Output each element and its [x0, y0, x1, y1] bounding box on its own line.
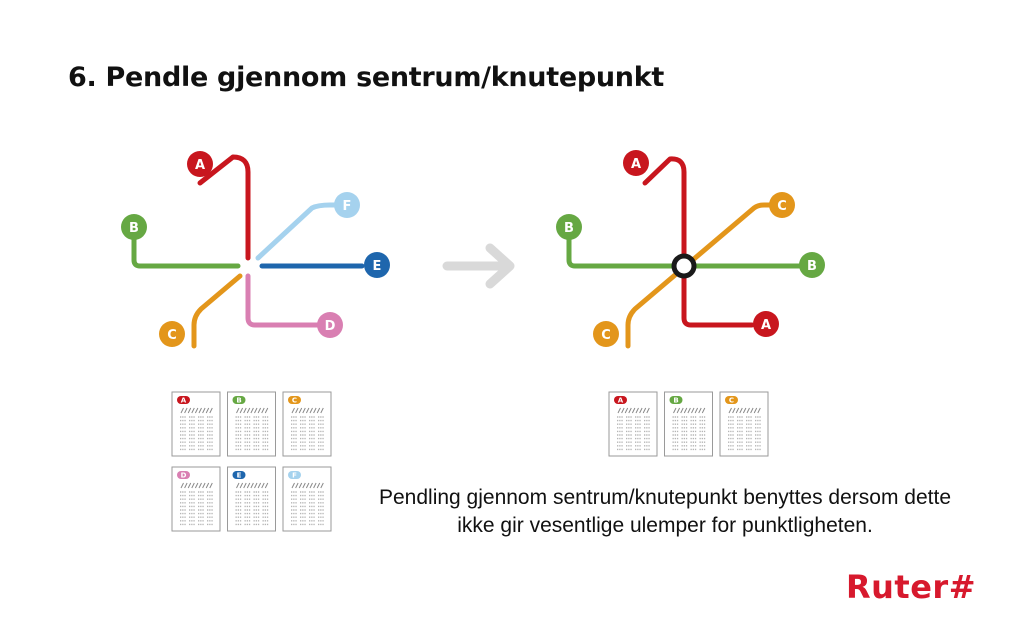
timetable-sheet: E [227, 466, 276, 532]
sheet-line-badge [725, 396, 738, 404]
page-title: 6. Pendle gjennom sentrum/knutepunkt [68, 62, 664, 93]
sheet-time-rows [291, 416, 324, 451]
sheet-line-badge [669, 396, 683, 404]
sheet-header-marks [236, 482, 269, 489]
sheet-line-badge [288, 396, 301, 404]
sheet-time-rows [235, 416, 269, 451]
sheet-line-letter: A [181, 397, 187, 405]
left-badge-f: F [334, 192, 360, 218]
left-badge-c: C [159, 321, 185, 347]
sheet-header-marks [673, 407, 706, 414]
left-line-d [245, 273, 321, 328]
sheet-time-rows [180, 491, 213, 526]
badge-label: B [807, 259, 817, 274]
interchange-node [671, 253, 697, 279]
sheet-header-marks [291, 407, 324, 414]
badge-label: C [167, 328, 177, 343]
left-line-f [255, 202, 339, 261]
badge-b-circle [121, 214, 147, 240]
left-badge-d: D [317, 312, 343, 338]
badge-c-circle [159, 321, 185, 347]
badge-label: C [777, 199, 787, 214]
badge-b-circle [556, 214, 582, 240]
left-badge-b: B [121, 214, 147, 240]
arrow-right-icon [442, 243, 515, 289]
right-badge-b-left: B [556, 214, 582, 240]
sheet-line-letter: D [181, 472, 187, 480]
timetable-sheet: F [282, 466, 332, 532]
sheet-header-marks [180, 482, 213, 489]
left-line-c [191, 273, 243, 349]
sheet-time-rows [672, 416, 706, 451]
right-badge-c-bottom: C [593, 321, 619, 347]
sheet-line-badge [232, 471, 246, 479]
sheet-header-marks [180, 407, 213, 414]
timetable-sheet: B [227, 391, 276, 457]
sheet-time-rows [617, 416, 650, 451]
sheet-header-marks [728, 407, 761, 414]
badge-b-circle [799, 252, 825, 278]
right-line-a [642, 156, 755, 328]
left-badge-a: A [187, 151, 213, 177]
ruter-logo: Ruter# [846, 568, 977, 606]
badge-label: E [373, 259, 382, 274]
badge-label: B [564, 221, 574, 236]
badge-e-circle [364, 252, 390, 278]
sheet-header-marks [291, 482, 324, 489]
sheet-line-badge [614, 396, 627, 404]
right-line-c [625, 202, 775, 349]
badge-a-circle [753, 311, 779, 337]
left-timetable-sheets: A B C D E F [171, 391, 332, 532]
timetable-sheet: D [171, 466, 221, 532]
sheet-time-rows [180, 416, 213, 451]
badge-label: D [325, 319, 336, 334]
sheet-header-marks [236, 407, 269, 414]
sheet-line-letter: C [292, 397, 297, 405]
sheet-line-badge [177, 471, 190, 479]
sheet-line-badge [232, 396, 246, 404]
badge-d-circle [317, 312, 343, 338]
caption-text: Pendling gjennom sentrum/knutepunkt beny… [378, 486, 951, 537]
sheet-line-letter: E [237, 472, 242, 480]
badge-label: A [195, 158, 205, 173]
right-badge-a-bottom: A [753, 311, 779, 337]
left-line-a [197, 154, 251, 261]
badge-label: A [761, 318, 771, 333]
right-badge-a-top: A [623, 150, 649, 176]
sheet-line-badge [177, 396, 190, 404]
right-line-b [566, 233, 803, 269]
left-line-b [131, 233, 241, 269]
sheet-time-rows [235, 491, 269, 526]
right-network-map: A C B B C A [556, 150, 825, 349]
sheet-time-rows [291, 491, 324, 526]
right-timetable-sheets: A B C [608, 391, 769, 457]
sheet-line-letter: B [236, 397, 241, 405]
timetable-sheet: A [171, 391, 221, 457]
badge-c-circle [769, 192, 795, 218]
left-badge-e: E [364, 252, 390, 278]
sheet-line-letter: A [618, 397, 624, 405]
badge-a-circle [623, 150, 649, 176]
sheet-line-letter: C [729, 397, 734, 405]
sheet-line-badge [288, 471, 301, 479]
badge-label: B [129, 221, 139, 236]
timetable-sheet: B [664, 391, 713, 457]
timetable-sheet: C [719, 391, 769, 457]
badge-label: A [631, 157, 641, 172]
left-network-map: A F B E C D [121, 151, 390, 349]
badge-c-circle [593, 321, 619, 347]
sheet-line-letter: F [292, 472, 297, 480]
sheet-line-letter: B [673, 397, 678, 405]
right-badge-b-right: B [799, 252, 825, 278]
timetable-sheet: C [282, 391, 332, 457]
badge-label: C [601, 328, 611, 343]
badge-f-circle [334, 192, 360, 218]
badge-a-circle [187, 151, 213, 177]
sheet-header-marks [617, 407, 650, 414]
timetable-sheet: A [608, 391, 658, 457]
sheet-time-rows [728, 416, 761, 451]
right-badge-c-top: C [769, 192, 795, 218]
badge-label: F [343, 199, 352, 214]
